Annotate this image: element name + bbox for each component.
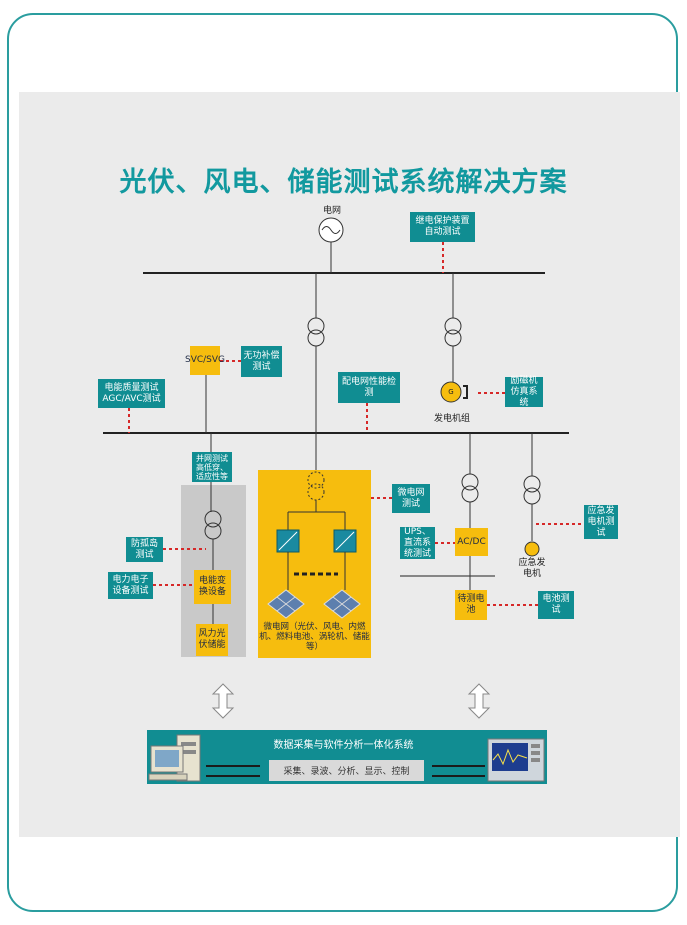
microgrid-zone xyxy=(258,470,371,658)
solar-panel-icon xyxy=(267,589,305,619)
system-title: 数据采集与软件分析一体化系统 xyxy=(273,740,414,751)
microgrid-label: 微电网（光伏、风电、内燃机、燃料电池、涡轮机、储能等） xyxy=(259,622,370,652)
relay-protection-test-box: 继电保护装置自动测试 xyxy=(410,212,475,242)
energy-conversion-box: 电能变换设备 xyxy=(194,570,231,604)
wind-solar-storage-box: 风力光伏储能 xyxy=(196,624,228,656)
transformer-icon xyxy=(307,317,325,335)
emergency-generator-label: 应急发电机 xyxy=(518,558,546,579)
diagram-panel xyxy=(19,92,680,837)
emergency-generator-test-box: 应急发电机测试 xyxy=(584,505,618,539)
grid-connection-test-box: 并网测试高低穿、适应性等 xyxy=(192,452,232,482)
microgrid-test-box: 微电网测试 xyxy=(392,484,430,513)
test-connectors xyxy=(128,242,584,606)
generator-symbol: G xyxy=(448,388,454,396)
double-arrow-icon xyxy=(467,683,491,719)
oscilloscope-icon xyxy=(487,738,545,782)
transformer-icon xyxy=(204,510,222,528)
generator-icon xyxy=(524,541,540,557)
solar-panel-icon xyxy=(323,589,361,619)
ac-dc-box: AC/DC xyxy=(455,528,488,556)
power-electronics-test-box: 电力电子设备测试 xyxy=(108,572,153,599)
grid-label: 电网 xyxy=(322,206,341,216)
power-quality-test-box: 电能质量测试AGC/AVC测试 xyxy=(98,379,165,408)
transformer-icon xyxy=(444,317,462,335)
system-functions: 采集、录波、分析、显示、控制 xyxy=(269,760,424,781)
double-arrow-icon xyxy=(211,683,235,719)
exciter-simulation-box: 励磁机仿真系统 xyxy=(505,376,543,408)
transformer-icon xyxy=(307,471,325,489)
page-title: 光伏、风电、储能测试系统解决方案 xyxy=(119,167,568,198)
svc-svg-box: SVC/SVG xyxy=(185,346,225,375)
computer-icon xyxy=(148,734,201,782)
battery-test-box: 电池测试 xyxy=(538,591,574,619)
transformer-icon xyxy=(523,475,541,493)
battery-under-test-box: 待测电池 xyxy=(455,590,487,620)
generator-icon xyxy=(440,381,462,403)
ups-dc-system-test-box: UPS、直流系统测试 xyxy=(400,527,435,559)
distribution-network-test-box: 配电网性能检测 xyxy=(338,372,400,403)
reactive-compensation-test-box: 无功补偿测试 xyxy=(241,346,282,377)
transformer-icon xyxy=(461,473,479,491)
anti-islanding-test-box: 防孤岛测试 xyxy=(126,537,163,562)
generator-set-label: 发电机组 xyxy=(433,414,470,424)
